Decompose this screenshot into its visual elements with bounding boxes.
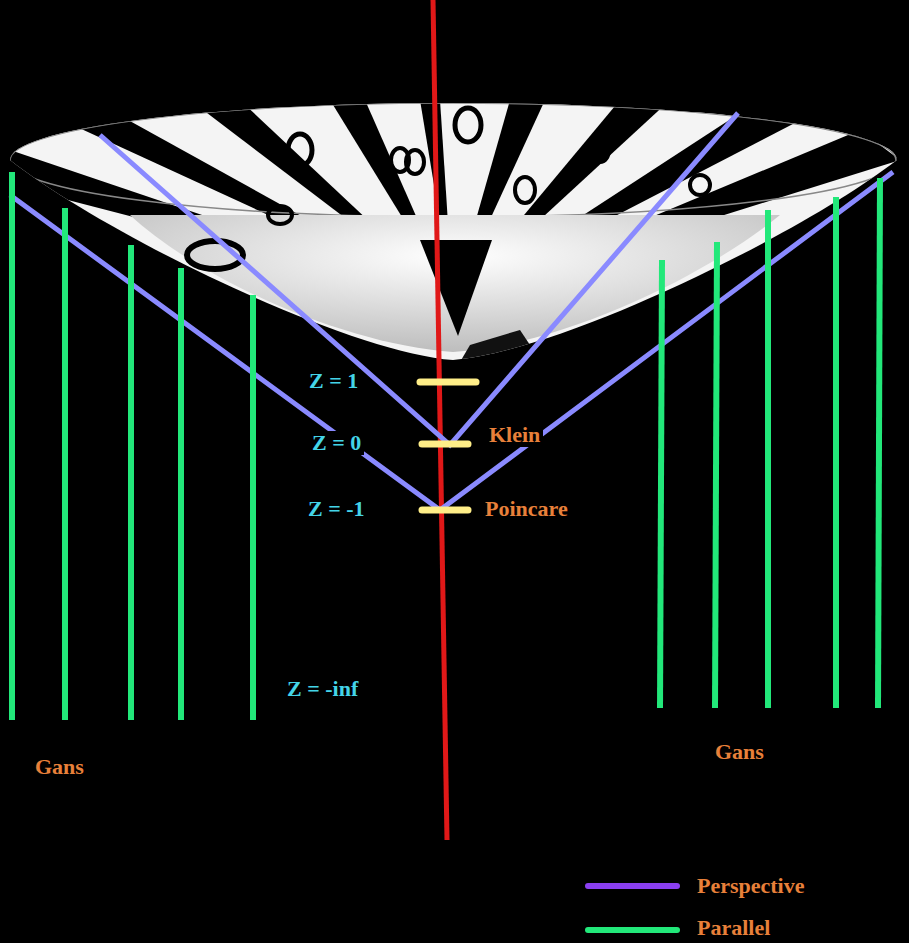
- parallel-rays: [12, 172, 880, 720]
- plane-label: Z = -inf: [284, 677, 361, 701]
- model-name: Gans: [712, 740, 767, 764]
- model-name: Gans: [32, 755, 87, 779]
- plane-ticks: [420, 382, 476, 510]
- plane-label: Z = 0: [309, 431, 364, 455]
- plane-label: Z = 1: [306, 369, 361, 393]
- perspective-rays: [10, 113, 893, 510]
- model-name: Poincare: [482, 497, 571, 521]
- z-axis: [433, 0, 447, 840]
- plane-label: Z = -1: [305, 497, 368, 521]
- hyperboloid-surface: [0, 90, 909, 370]
- model-name: Klein: [486, 423, 543, 447]
- legend-swatch: [585, 927, 680, 933]
- legend-text: Parallel: [694, 916, 773, 940]
- legend-text: Perspective: [694, 874, 808, 898]
- legend-swatch: [585, 883, 680, 889]
